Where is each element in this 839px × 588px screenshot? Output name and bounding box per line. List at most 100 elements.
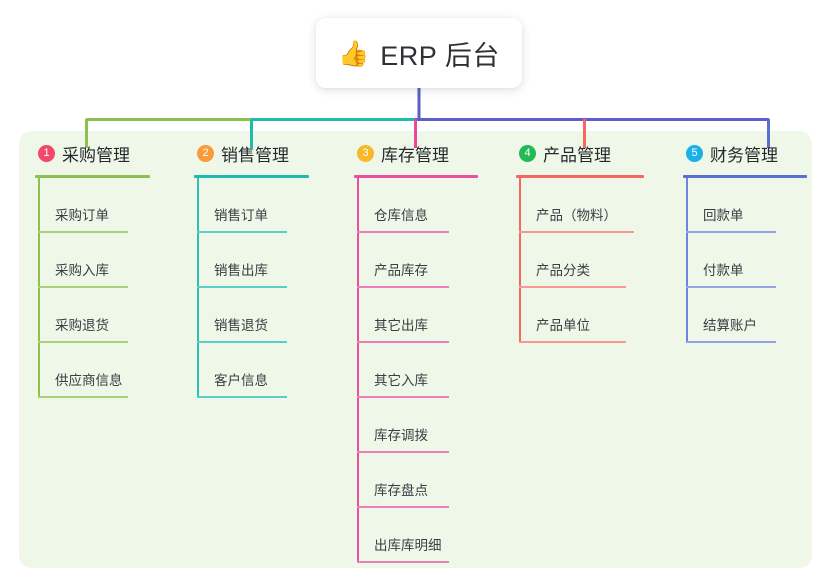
- column-spine: [686, 178, 688, 343]
- list-item-label: 采购入库: [55, 263, 109, 278]
- list-item[interactable]: 产品单位: [514, 288, 674, 343]
- list-item[interactable]: 库存调拨: [352, 398, 512, 453]
- list-item-rule: [197, 341, 287, 343]
- column-title: 采购管理: [62, 145, 130, 165]
- list-item-rule: [519, 231, 634, 233]
- root-title-card[interactable]: 👍 ERP 后台: [316, 18, 522, 88]
- list-item[interactable]: 产品（物料）: [514, 178, 674, 233]
- list-item[interactable]: 其它出库: [352, 288, 512, 343]
- column-number-badge: 3: [357, 144, 374, 162]
- column-header[interactable]: 3 库存管理: [352, 131, 512, 175]
- list-item[interactable]: 回款单: [681, 178, 839, 233]
- list-item-rule: [357, 396, 449, 398]
- list-item-rule: [38, 396, 128, 398]
- list-item-rule: [357, 451, 449, 453]
- column-sales: 2 销售管理 销售订单 销售出库 销售退货 客户信息: [192, 131, 352, 398]
- column-items: 采购订单 采购入库 采购退货 供应商信息: [33, 178, 193, 398]
- column-product: 4 产品管理 产品（物料） 产品分类 产品单位: [514, 131, 674, 343]
- root-title: ERP 后台: [380, 40, 500, 71]
- list-item[interactable]: 销售订单: [192, 178, 352, 233]
- list-item[interactable]: 销售退货: [192, 288, 352, 343]
- list-item-label: 库存盘点: [374, 483, 428, 498]
- column-items: 仓库信息 产品库存 其它出库 其它入库 库存调拨: [352, 178, 512, 563]
- list-item-rule: [686, 286, 776, 288]
- column-title: 销售管理: [221, 145, 289, 165]
- column-number-badge: 4: [519, 144, 536, 162]
- column-spine: [197, 178, 199, 398]
- list-item-label: 销售退货: [214, 318, 268, 333]
- list-item-label: 回款单: [703, 208, 744, 223]
- column-items: 产品（物料） 产品分类 产品单位: [514, 178, 674, 343]
- column-header[interactable]: 5 财务管理: [681, 131, 839, 175]
- column-spine: [38, 178, 40, 398]
- list-item-rule: [197, 231, 287, 233]
- list-item-rule: [197, 286, 287, 288]
- list-item[interactable]: 产品库存: [352, 233, 512, 288]
- list-item-rule: [357, 286, 449, 288]
- list-item-rule: [357, 231, 449, 233]
- list-item-label: 其它入库: [374, 373, 428, 388]
- list-item-label: 产品（物料）: [536, 208, 617, 223]
- list-item-rule: [519, 286, 626, 288]
- column-spine: [357, 178, 359, 563]
- list-item-label: 出库库明细: [374, 538, 442, 553]
- list-item-label: 采购退货: [55, 318, 109, 333]
- column-title: 财务管理: [710, 145, 778, 165]
- list-item-rule: [357, 341, 449, 343]
- column-items: 回款单 付款单 结算账户: [681, 178, 839, 343]
- list-item-label: 产品分类: [536, 263, 590, 278]
- list-item-rule: [197, 396, 287, 398]
- list-item-label: 结算账户: [703, 318, 757, 333]
- column-rule: [354, 175, 478, 178]
- column-items: 销售订单 销售出库 销售退货 客户信息: [192, 178, 352, 398]
- list-item[interactable]: 其它入库: [352, 343, 512, 398]
- list-item-label: 库存调拨: [374, 428, 428, 443]
- list-item-rule: [38, 231, 128, 233]
- column-title: 库存管理: [381, 145, 449, 165]
- column-procurement: 1 采购管理 采购订单 采购入库 采购退货 供应商信息: [33, 131, 193, 398]
- list-item-label: 客户信息: [214, 373, 268, 388]
- column-inventory: 3 库存管理 仓库信息 产品库存 其它出库 其它入库: [352, 131, 512, 563]
- column-rule: [516, 175, 644, 178]
- column-rule: [194, 175, 309, 178]
- list-item[interactable]: 库存盘点: [352, 453, 512, 508]
- list-item[interactable]: 产品分类: [514, 233, 674, 288]
- column-header[interactable]: 2 销售管理: [192, 131, 352, 175]
- list-item-rule: [38, 286, 128, 288]
- list-item[interactable]: 供应商信息: [33, 343, 193, 398]
- list-item[interactable]: 采购退货: [33, 288, 193, 343]
- list-item[interactable]: 采购入库: [33, 233, 193, 288]
- list-item-rule: [686, 231, 776, 233]
- column-title: 产品管理: [543, 145, 611, 165]
- column-number-badge: 5: [686, 144, 703, 162]
- list-item[interactable]: 付款单: [681, 233, 839, 288]
- list-item-rule: [686, 341, 776, 343]
- list-item-label: 销售出库: [214, 263, 268, 278]
- column-rule: [35, 175, 150, 178]
- list-item[interactable]: 结算账户: [681, 288, 839, 343]
- column-header[interactable]: 1 采购管理: [33, 131, 193, 175]
- list-item-label: 其它出库: [374, 318, 428, 333]
- column-header[interactable]: 4 产品管理: [514, 131, 674, 175]
- list-item-rule: [38, 341, 128, 343]
- list-item-label: 产品库存: [374, 263, 428, 278]
- list-item-rule: [357, 561, 449, 563]
- column-number-badge: 2: [197, 144, 214, 162]
- column-finance: 5 财务管理 回款单 付款单 结算账户: [681, 131, 839, 343]
- list-item-rule: [357, 506, 449, 508]
- list-item[interactable]: 采购订单: [33, 178, 193, 233]
- list-item-rule: [519, 341, 626, 343]
- list-item-label: 销售订单: [214, 208, 268, 223]
- column-rule: [683, 175, 807, 178]
- list-item[interactable]: 出库库明细: [352, 508, 512, 563]
- diagram-panel: [19, 131, 812, 568]
- column-number-badge: 1: [38, 144, 55, 162]
- thumbs-up-icon: 👍: [338, 39, 370, 68]
- list-item[interactable]: 仓库信息: [352, 178, 512, 233]
- column-spine: [519, 178, 521, 343]
- list-item-label: 供应商信息: [55, 373, 123, 388]
- list-item[interactable]: 销售出库: [192, 233, 352, 288]
- list-item-label: 付款单: [703, 263, 744, 278]
- list-item[interactable]: 客户信息: [192, 343, 352, 398]
